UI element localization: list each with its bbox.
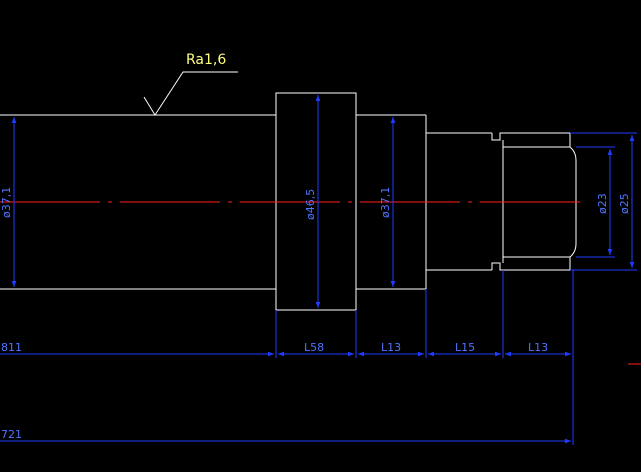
diameter-dimensions <box>11 95 637 308</box>
surface-finish-symbol <box>143 71 238 116</box>
dim-text-d3: ø37,1 <box>379 187 392 218</box>
dim-text-l13b: L13 <box>528 341 548 354</box>
dim-text-d4: ø23 <box>596 193 609 214</box>
length-dimensions <box>0 270 574 445</box>
dim-text-d1: ø37,1 <box>0 187 13 218</box>
dim-text-left: 811 <box>1 341 22 354</box>
dim-text-d2: ø46,5 <box>304 189 317 220</box>
dim-text-l58: L58 <box>304 341 324 354</box>
dim-text-l13a: L13 <box>381 341 401 354</box>
dim-text-l15: L15 <box>455 341 475 354</box>
dim-text-d5: ø25 <box>618 193 631 214</box>
surface-finish-label: Ra1,6 <box>186 52 226 68</box>
dim-text-total: 721 <box>1 428 22 441</box>
